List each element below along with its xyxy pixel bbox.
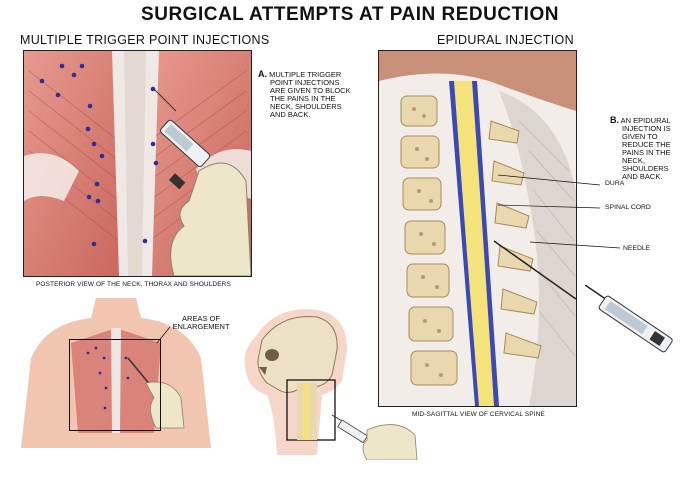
needle-line — [493, 240, 576, 300]
trigger-panel-heading: MULTIPLE TRIGGER POINT INJECTIONS — [20, 33, 270, 47]
cervical-spine-illustration — [379, 51, 576, 406]
main-title: SURGICAL ATTEMPTS AT PAIN REDUCTION — [141, 4, 559, 25]
enlargement-label-line: AREAS OF — [182, 314, 220, 323]
spinal-cord-label: SPINAL CORD — [605, 204, 651, 211]
epidural-annotation-line: AND BACK. — [622, 172, 663, 181]
dura-label: DURA — [605, 180, 625, 187]
gloved-hand — [170, 162, 251, 276]
trigger-annotation-line: THE PAINS IN THE — [270, 94, 336, 103]
trigger-caption: POSTERIOR VIEW OF THE NECK, THORAX AND S… — [36, 281, 231, 288]
vertebral-bodies — [400, 95, 458, 386]
trigger-point-illustration — [24, 51, 251, 276]
epidural-leader-lines — [497, 174, 620, 249]
trigger-annotation-line: POINT INJECTIONS — [270, 78, 340, 87]
epidural-panel — [378, 50, 577, 407]
epidural-annotation-line: GIVEN TO — [622, 132, 658, 141]
trigger-annotation-line: NECK, SHOULDERS — [270, 102, 342, 111]
injection-point-markers — [39, 63, 159, 247]
needle-label: NEEDLE — [623, 245, 651, 252]
trigger-point-panel — [23, 50, 252, 277]
epidural-annotation: B. AN EPIDURAL INJECTION IS GIVEN TO RED… — [610, 116, 690, 181]
enlargement-label-line: ENLARGEMENT — [172, 322, 230, 331]
epidural-caption: MID-SAGITTAL VIEW OF CERVICAL SPINE — [412, 411, 545, 418]
enlargement-label: AREAS OF ENLARGEMENT — [171, 315, 231, 331]
epidural-annotation-line: SHOULDERS — [622, 164, 669, 173]
skull-side-view — [237, 305, 427, 460]
spinal-cord-shape — [454, 81, 494, 406]
epidural-annotation-line: REDUCE THE — [622, 140, 671, 149]
epidural-annotation-line: PAINS IN THE — [622, 148, 671, 157]
trigger-annotation-line: AND BACK. — [270, 110, 311, 119]
enlargement-box — [69, 339, 161, 431]
epidural-syringe-icon — [585, 285, 673, 353]
trigger-annotation-line: ARE GIVEN TO BLOCK — [270, 86, 351, 95]
epidural-annotation-line: NECK, — [622, 156, 645, 165]
epidural-annotation-line: INJECTION IS — [622, 124, 671, 133]
epidural-annotation-letter: B. — [610, 115, 619, 125]
syringe-icon — [153, 88, 211, 190]
epidural-panel-heading: EPIDURAL INJECTION — [437, 33, 574, 47]
epidural-annotation-line: AN EPIDURAL — [620, 116, 671, 125]
trigger-annotation-line: MULTIPLE TRIGGER — [269, 70, 342, 79]
trigger-annotation-letter: A. — [258, 69, 267, 79]
trigger-annotation: A. MULTIPLE TRIGGER POINT INJECTIONS ARE… — [258, 70, 368, 119]
enlargement-leader — [156, 326, 171, 344]
